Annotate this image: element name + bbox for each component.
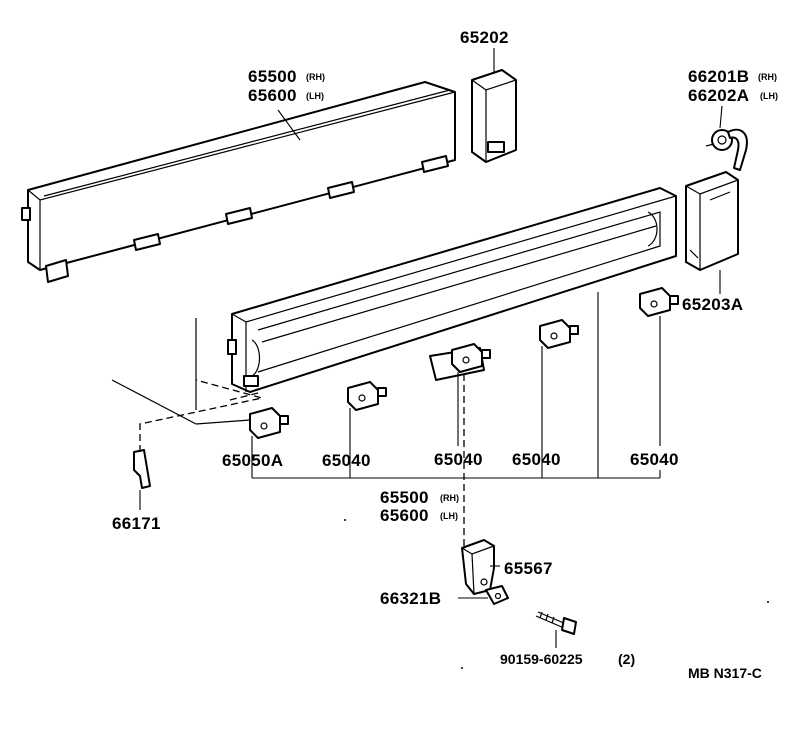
label-66321b: 66321B: [380, 589, 441, 608]
bolt-90159: [535, 611, 577, 635]
label-65600-upper: 65600: [248, 86, 297, 105]
hinge-part: [705, 128, 748, 171]
bracket-65567: [461, 539, 495, 595]
label-bolt-qty: (2): [618, 651, 635, 667]
label-65040-1: 65040: [322, 451, 371, 470]
label-65500-upper: 65500: [248, 67, 297, 86]
label-65040-3: 65040: [512, 450, 561, 469]
plate-66321b: [485, 585, 509, 605]
label-65203a: 65203A: [682, 295, 743, 314]
hook-65050a: [249, 407, 289, 439]
label-lh-upper: (LH): [306, 91, 324, 101]
label-66201b: 66201B: [688, 67, 749, 86]
upper-side-panel: [21, 81, 456, 283]
assembly-lines: [139, 374, 465, 548]
label-lh-lower: (LH): [440, 511, 458, 521]
label-rh-upper: (RH): [306, 72, 325, 82]
label-65500-lower: 65500: [380, 488, 429, 507]
end-cap-65203a: [685, 171, 739, 271]
hook-65040-b: [429, 343, 491, 381]
label-rh-hinge: (RH): [758, 72, 777, 82]
label-90159-60225: 90159-60225: [500, 651, 583, 667]
label-66171: 66171: [112, 514, 161, 533]
label-rh-lower: (RH): [440, 493, 459, 503]
lower-side-panel: [111, 187, 677, 425]
label-65050a: 65050A: [222, 451, 283, 470]
hook-65040-d: [639, 287, 679, 317]
hook-65040-c: [539, 319, 579, 349]
label-66202a: 66202A: [688, 86, 749, 105]
hook-65040-a: [347, 381, 387, 411]
label-lh-hinge: (LH): [760, 91, 778, 101]
diagram-code: MB N317-C: [688, 665, 762, 681]
label-65040-4: 65040: [630, 450, 679, 469]
leader-lines: [139, 48, 723, 648]
label-65040-2: 65040: [434, 450, 483, 469]
label-65202: 65202: [460, 28, 509, 47]
label-65600-lower: 65600: [380, 506, 429, 525]
cap-65202: [471, 69, 517, 163]
label-65567: 65567: [504, 559, 553, 578]
clip-66171: [133, 449, 151, 489]
